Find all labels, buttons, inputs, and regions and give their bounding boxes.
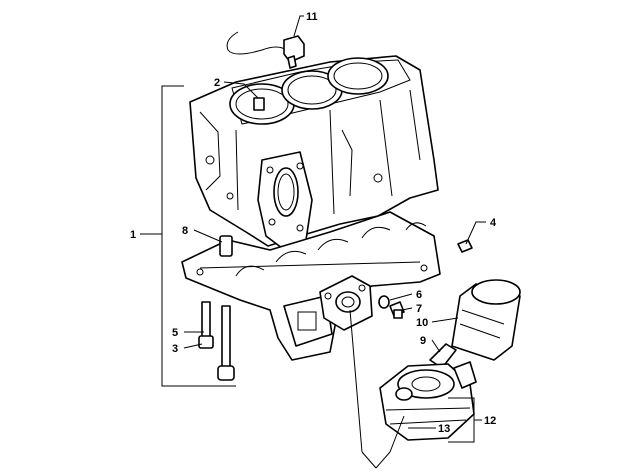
lower-crankcase bbox=[181, 211, 441, 361]
label-part-10: 10 bbox=[416, 317, 428, 329]
oil-gallery-plug bbox=[457, 239, 473, 253]
label-part-1: 1 bbox=[130, 229, 136, 241]
label-part-9: 9 bbox=[420, 335, 426, 347]
label-part-2: 2 bbox=[214, 77, 220, 89]
knock-sensor bbox=[226, 31, 305, 69]
leader-lines bbox=[140, 15, 486, 469]
oil-filter bbox=[451, 279, 521, 361]
crankcase-bolt-short bbox=[198, 301, 214, 349]
label-part-12: 12 bbox=[484, 415, 496, 427]
label-part-11: 11 bbox=[306, 11, 318, 23]
label-part-3: 3 bbox=[172, 343, 178, 355]
label-part-4: 4 bbox=[490, 217, 497, 229]
o-ring bbox=[378, 295, 390, 309]
label-part-8: 8 bbox=[182, 225, 188, 237]
cylinder-block bbox=[189, 55, 439, 249]
label-part-6: 6 bbox=[416, 289, 422, 301]
label-part-7: 7 bbox=[416, 303, 422, 315]
label-part-13: 13 bbox=[438, 423, 450, 435]
oil-filter-adapter bbox=[379, 361, 477, 441]
crankcase-bolt-long bbox=[217, 305, 235, 381]
label-part-5: 5 bbox=[172, 327, 178, 339]
banjo-bolt bbox=[389, 301, 405, 319]
